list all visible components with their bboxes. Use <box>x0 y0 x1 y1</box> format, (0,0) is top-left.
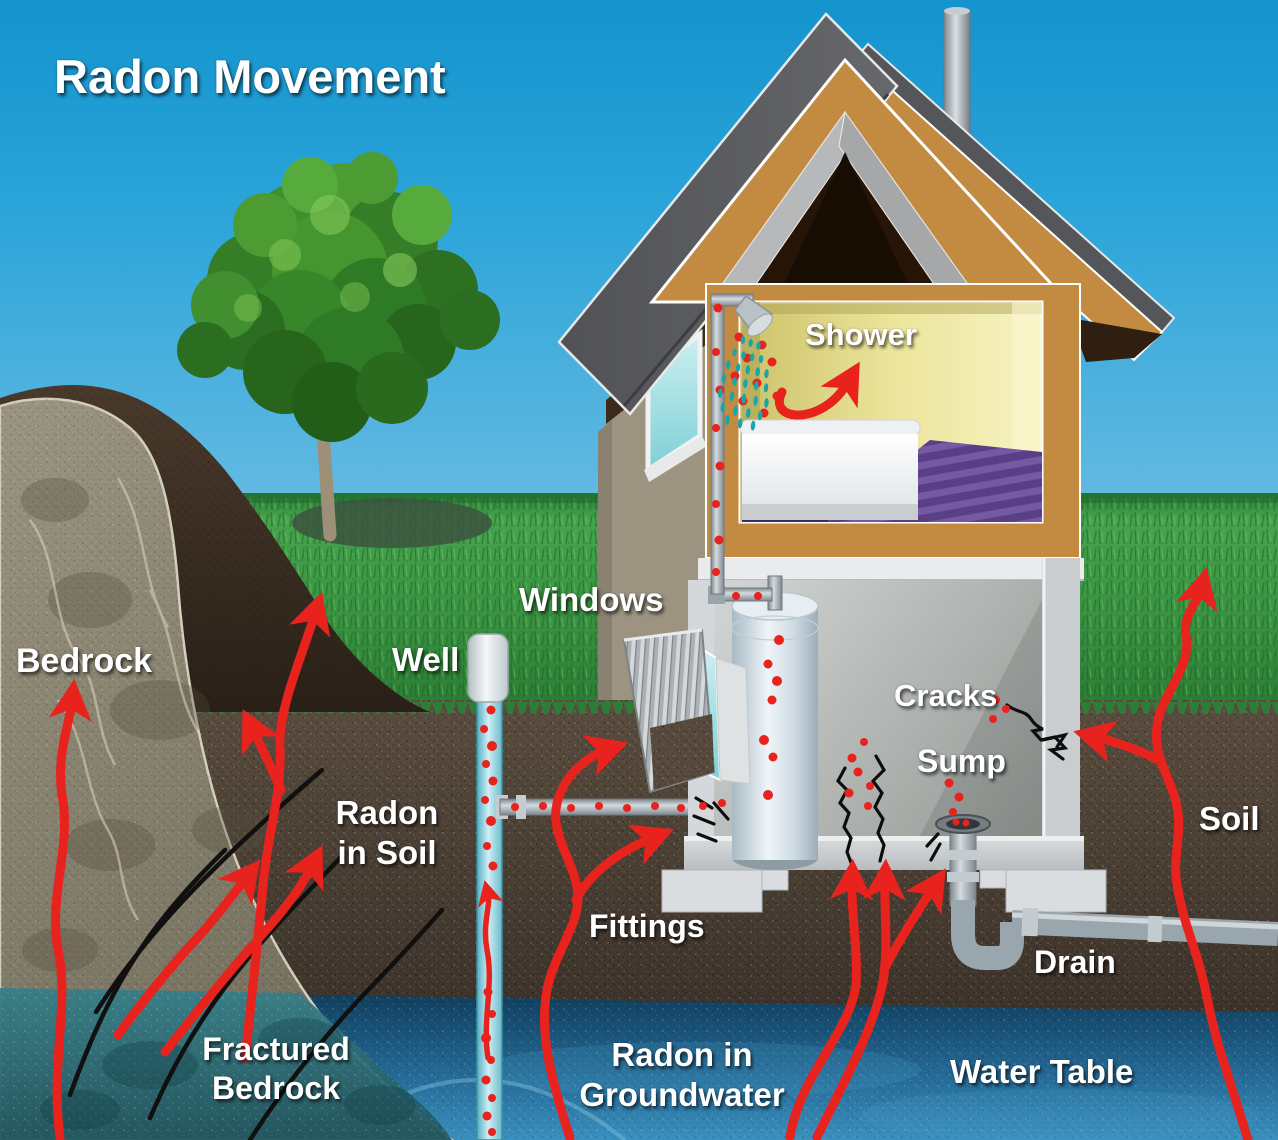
rock-veins <box>28 477 202 921</box>
bathtub <box>739 419 921 520</box>
drain-pipe <box>1011 910 1278 946</box>
p-trap <box>951 900 1024 970</box>
arrow-to-fittings <box>571 824 674 905</box>
radon-flow-arrows <box>48 361 1253 1140</box>
right-exterior-wall <box>1042 558 1080 874</box>
riser-pipe <box>710 297 725 595</box>
house <box>557 7 1278 970</box>
shower-spray <box>717 336 769 431</box>
arrow-shower <box>774 361 860 420</box>
arrow-under-slab-1 <box>785 858 873 1140</box>
footings <box>661 869 1107 913</box>
window-well <box>622 628 751 794</box>
sump-and-drain <box>935 814 1278 970</box>
arrow-into-right-wall <box>1073 720 1163 765</box>
arrow-to-sump <box>879 868 946 975</box>
arrow-bedrock-up <box>48 678 92 1140</box>
left-corner-trim <box>598 420 612 700</box>
radon-particles <box>480 303 1010 1136</box>
arrow-soil-left-up <box>240 591 331 1063</box>
eave-underside-right <box>1070 318 1162 362</box>
shower-head <box>734 294 774 337</box>
hot-water-pipes <box>708 293 783 611</box>
arrow-soil-left-branch <box>241 709 286 795</box>
rock-blotches <box>21 478 268 972</box>
basement-corner-shade <box>920 600 1042 836</box>
arrow-to-window-well <box>539 735 629 1140</box>
well-cap <box>467 633 509 703</box>
floor-band <box>698 558 1084 580</box>
arrow-fracture-1 <box>113 859 261 1040</box>
tree <box>177 152 500 548</box>
attic-shadow <box>784 152 908 284</box>
arrow-soil-right-up <box>1151 567 1253 1140</box>
arrow-inside-well <box>477 880 504 1061</box>
arrow-under-slab-2 <box>812 858 906 1140</box>
tree-canopy <box>177 152 500 442</box>
tree-shadow <box>292 498 492 548</box>
sump-pipe <box>949 827 977 907</box>
